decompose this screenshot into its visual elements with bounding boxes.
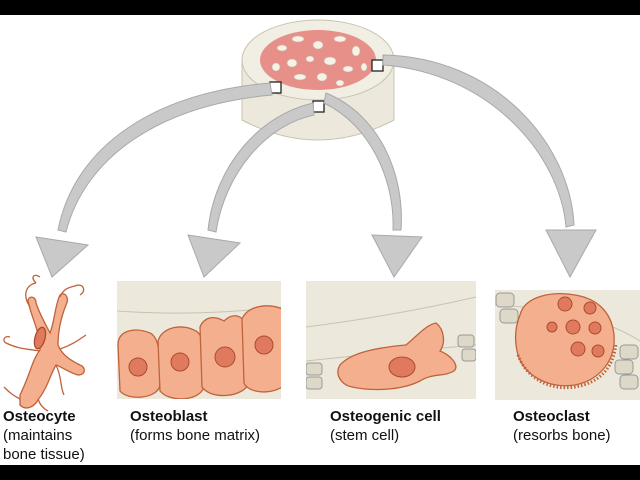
cell-name-osteocyte: Osteocyte: [3, 408, 76, 425]
label-osteoblast: Osteoblast (forms bone matrix): [130, 407, 260, 445]
bone-cells-illustration: [3, 19, 640, 412]
bone-cylinder: [241, 19, 395, 141]
osteoblast-illustration: [117, 281, 281, 399]
sample-box-right: [371, 59, 384, 72]
diagram-canvas: Osteocyte (maintains bone tissue) Osteob…: [0, 15, 640, 465]
label-osteoclast: Osteoclast (resorbs bone): [513, 407, 611, 445]
osteocyte-illustration: [3, 274, 87, 412]
arrow-to-osteoclast: [382, 54, 575, 228]
cell-name-osteogenic: Osteogenic cell: [330, 408, 441, 425]
arrow-head-osteogenic: [371, 234, 423, 278]
arrow-to-osteoblast: [207, 102, 315, 233]
label-osteogenic-cell: Osteogenic cell (stem cell): [330, 407, 441, 445]
spongy-bone: [260, 30, 376, 90]
label-osteocyte: Osteocyte (maintains bone tissue): [3, 407, 108, 464]
arrow-to-osteogenic: [323, 92, 402, 231]
osteoclast-illustration: [495, 290, 640, 400]
arrow-head-osteocyte: [35, 236, 90, 278]
sample-box-center: [312, 100, 325, 113]
cell-description-osteogenic: (stem cell): [330, 427, 400, 444]
cell-description-osteoclast: (resorbs bone): [513, 427, 611, 444]
arrow-head-osteoblast: [187, 234, 242, 278]
osteocyte-nucleus: [33, 326, 47, 350]
cell-name-osteoblast: Osteoblast: [130, 408, 208, 425]
cell-name-osteoclast: Osteoclast: [513, 408, 590, 425]
arrow-head-osteoclast: [545, 229, 597, 279]
osteogenic-cell-illustration: [306, 281, 476, 399]
cell-description-osteocyte: (maintains bone tissue): [3, 427, 85, 463]
arrow-to-osteocyte: [57, 82, 273, 233]
cell-description-osteoblast: (forms bone matrix): [130, 427, 261, 444]
arrows: [35, 54, 597, 279]
